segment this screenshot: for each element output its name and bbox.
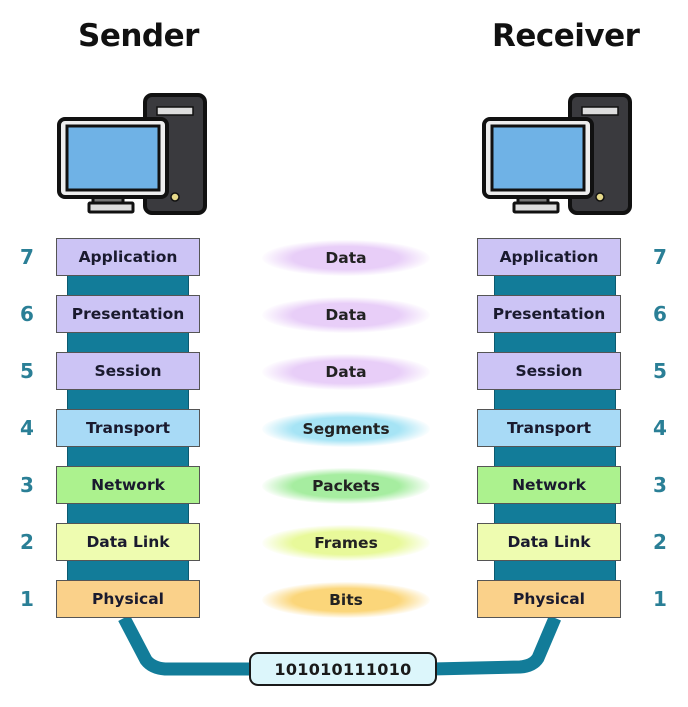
sender-layer-number: 5 [20,359,34,383]
sender-layer-data-link: Data Link [56,523,200,561]
receiver-layer-number: 6 [653,302,667,326]
sender-layer-number: 4 [20,416,34,440]
receiver-layer-session: Session [477,352,621,390]
sender-layer-presentation: Presentation [56,295,200,333]
pdu-label: Packets [262,468,430,504]
sender-layer-session: Session [56,352,200,390]
sender-layer-network: Network [56,466,200,504]
pdu-label: Bits [262,582,430,618]
sender-layer-number: 1 [20,587,34,611]
sender-layer-number: 7 [20,245,34,269]
sender-layer-physical: Physical [56,580,200,618]
receiver-layer-number: 1 [653,587,667,611]
receiver-layer-presentation: Presentation [477,295,621,333]
bitstream-box: 101010111010 [249,652,437,686]
sender-title: Sender [78,18,199,54]
pdu-label: Data [262,297,430,333]
sender-layer-number: 3 [20,473,34,497]
receiver-layer-number: 7 [653,245,667,269]
receiver-computer-icon [482,93,632,215]
receiver-layer-number: 3 [653,473,667,497]
sender-layer-number: 2 [20,530,34,554]
pdu-label: Frames [262,525,430,561]
pdu-label: Data [262,354,430,390]
sender-layer-number: 6 [20,302,34,326]
pdu-label: Data [262,240,430,276]
receiver-layer-physical: Physical [477,580,621,618]
receiver-layer-number: 2 [653,530,667,554]
receiver-layer-number: 4 [653,416,667,440]
receiver-layer-network: Network [477,466,621,504]
receiver-title: Receiver [492,18,640,54]
sender-computer-icon [57,93,207,215]
receiver-layer-transport: Transport [477,409,621,447]
receiver-layer-data-link: Data Link [477,523,621,561]
pdu-label: Segments [262,411,430,447]
sender-layer-application: Application [56,238,200,276]
receiver-layer-number: 5 [653,359,667,383]
sender-layer-transport: Transport [56,409,200,447]
receiver-layer-application: Application [477,238,621,276]
